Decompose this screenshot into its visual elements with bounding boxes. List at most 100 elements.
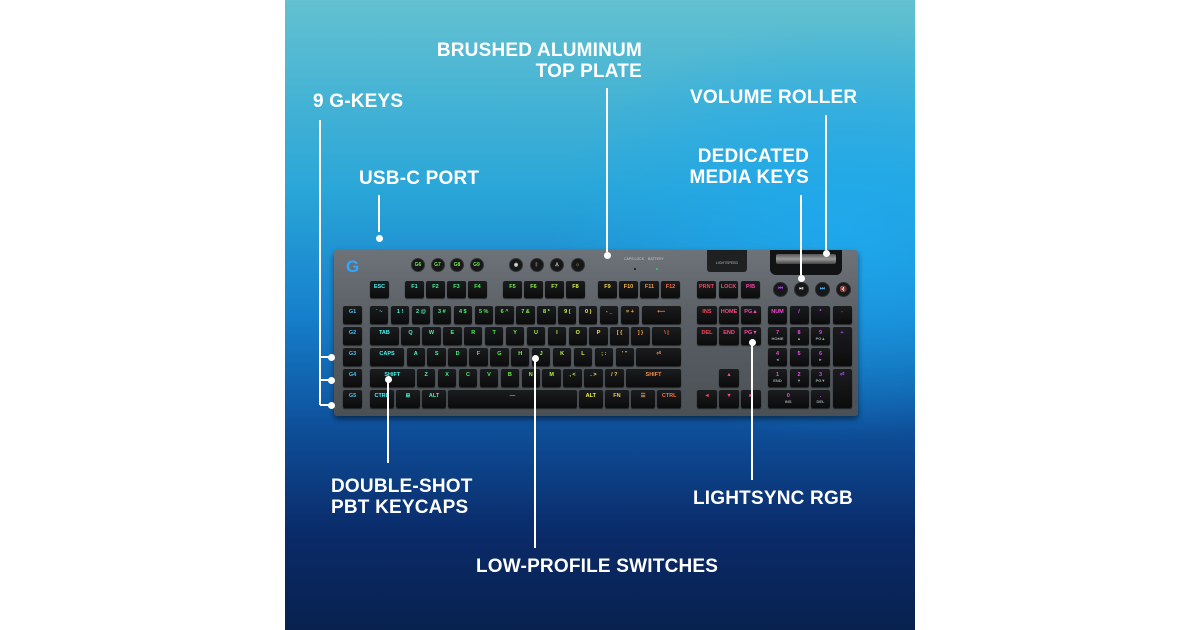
- game-mode-icon[interactable]: ◉: [509, 258, 523, 272]
- key[interactable]: CTRL: [370, 390, 394, 408]
- key[interactable]: A: [406, 348, 425, 366]
- key[interactable]: X: [437, 369, 457, 387]
- nav-key[interactable]: DEL: [697, 327, 717, 345]
- media-key-next[interactable]: ⏭: [815, 282, 830, 297]
- media-key-prev[interactable]: ⏮: [773, 282, 788, 297]
- key-f6[interactable]: F6: [524, 281, 543, 298]
- bluetooth-icon[interactable]: ᛒ: [529, 258, 544, 272]
- key[interactable]: B: [500, 369, 520, 387]
- key[interactable]: ' ": [615, 348, 634, 366]
- key[interactable]: ` ~: [370, 306, 389, 324]
- key[interactable]: ⟵: [641, 306, 681, 324]
- key[interactable]: 9 (: [558, 306, 577, 324]
- g-key[interactable]: G5: [343, 390, 362, 408]
- numpad-key[interactable]: 4◄: [768, 348, 787, 366]
- key[interactable]: / ?: [605, 369, 624, 387]
- key[interactable]: ⏎: [636, 348, 681, 366]
- key[interactable]: ALT: [579, 390, 603, 408]
- volume-roller[interactable]: [770, 250, 842, 275]
- top-g-key[interactable]: G7: [430, 258, 445, 272]
- key-f12[interactable]: F12: [661, 281, 680, 298]
- key-p/b[interactable]: P/B: [741, 281, 760, 298]
- key[interactable]: ] }: [631, 327, 650, 345]
- key[interactable]: ALT: [422, 390, 446, 408]
- key[interactable]: S: [427, 348, 446, 366]
- key[interactable]: 6 ^: [495, 306, 514, 324]
- key[interactable]: 3 #: [432, 306, 452, 324]
- nav-key[interactable]: PG▲: [741, 306, 761, 324]
- top-g-key[interactable]: G6: [411, 258, 425, 272]
- key[interactable]: ; :: [594, 348, 614, 366]
- key[interactable]: 0 ): [579, 306, 598, 324]
- key-f1[interactable]: F1: [405, 281, 424, 298]
- key[interactable]: R: [464, 327, 483, 345]
- key[interactable]: W: [422, 327, 441, 345]
- key[interactable]: [ {: [610, 327, 629, 345]
- key[interactable]: 2 @: [411, 306, 431, 324]
- nav-key[interactable]: END: [719, 327, 739, 345]
- g-key[interactable]: G2: [343, 327, 362, 345]
- key[interactable]: 1 !: [390, 306, 410, 324]
- key[interactable]: M: [542, 369, 561, 387]
- g-key[interactable]: G1: [343, 306, 362, 324]
- key-f4[interactable]: F4: [468, 281, 487, 298]
- key-f8[interactable]: F8: [566, 281, 585, 298]
- top-g-key[interactable]: G9: [469, 258, 484, 272]
- key[interactable]: T: [484, 327, 504, 345]
- numpad-key[interactable]: 6►: [811, 348, 830, 366]
- key-f7[interactable]: F7: [545, 281, 564, 298]
- g-key[interactable]: G3: [343, 348, 362, 366]
- key-f9[interactable]: F9: [598, 281, 617, 298]
- key[interactable]: , <: [563, 369, 582, 387]
- key[interactable]: FN: [605, 390, 629, 408]
- g-key[interactable]: G4: [343, 369, 362, 387]
- key[interactable]: SHIFT: [370, 369, 415, 387]
- key[interactable]: F: [469, 348, 488, 366]
- numpad-key[interactable]: NUM: [768, 306, 787, 324]
- numpad-key[interactable]: *: [811, 306, 830, 324]
- numpad-key[interactable]: /: [789, 306, 809, 324]
- key-esc[interactable]: ESC: [370, 281, 389, 298]
- key[interactable]: SHIFT: [626, 369, 681, 387]
- key[interactable]: I: [547, 327, 567, 345]
- key[interactable]: Q: [401, 327, 420, 345]
- key[interactable]: - _: [599, 306, 619, 324]
- key[interactable]: 7 &: [516, 306, 535, 324]
- lightspeed-icon[interactable]: ♙: [550, 258, 564, 272]
- key-f5[interactable]: F5: [503, 281, 522, 298]
- key[interactable]: V: [479, 369, 499, 387]
- nav-key[interactable]: PG▼: [741, 327, 761, 345]
- key[interactable]: Z: [417, 369, 436, 387]
- numpad-key[interactable]: +: [832, 327, 852, 366]
- nav-key[interactable]: HOME: [719, 306, 739, 324]
- key[interactable]: ☰: [631, 390, 655, 408]
- media-key-mute[interactable]: 🔇: [836, 282, 851, 297]
- key[interactable]: G: [490, 348, 509, 366]
- brightness-icon[interactable]: ☼: [570, 258, 585, 272]
- key[interactable]: K: [552, 348, 572, 366]
- key[interactable]: ⊞: [396, 390, 420, 408]
- key[interactable]: CAPS: [370, 348, 405, 366]
- key-lock[interactable]: LOCK: [719, 281, 738, 298]
- key[interactable]: 8 *: [537, 306, 556, 324]
- arrow-up-key[interactable]: ▲: [719, 369, 739, 387]
- numpad-key[interactable]: ⏎: [832, 369, 852, 408]
- key-f3[interactable]: F3: [447, 281, 466, 298]
- nav-key[interactable]: INS: [697, 306, 717, 324]
- numpad-key[interactable]: 5: [789, 348, 809, 366]
- key[interactable]: CTRL: [657, 390, 681, 408]
- key[interactable]: C: [458, 369, 478, 387]
- key-prnt[interactable]: PRNT: [697, 281, 716, 298]
- key-f2[interactable]: F2: [426, 281, 445, 298]
- key[interactable]: J: [531, 348, 551, 366]
- key[interactable]: Y: [505, 327, 525, 345]
- top-g-key[interactable]: G8: [450, 258, 464, 272]
- arrow-key[interactable]: ►: [741, 390, 761, 408]
- key[interactable]: —: [448, 390, 577, 408]
- key[interactable]: H: [511, 348, 530, 366]
